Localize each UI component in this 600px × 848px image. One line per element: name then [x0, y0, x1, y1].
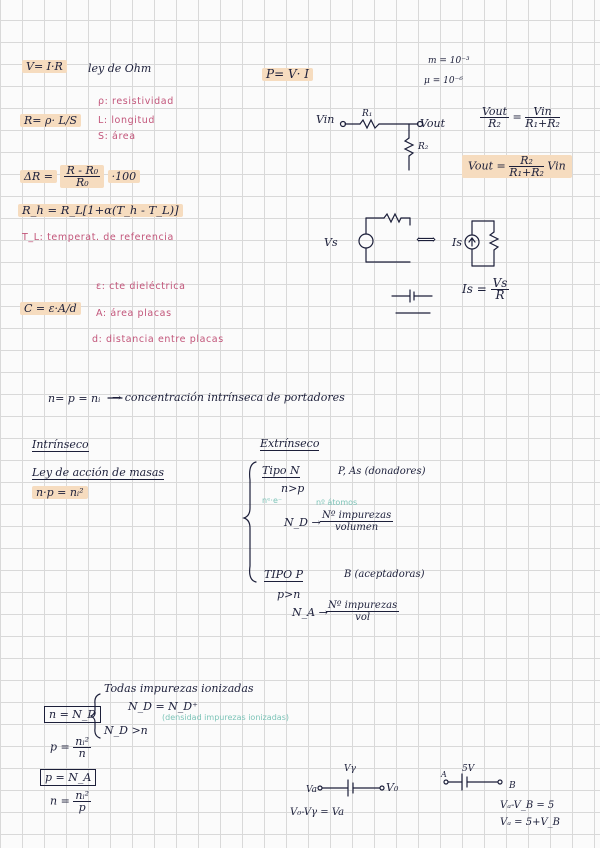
nd-label: N_D →	[284, 516, 321, 529]
diode2-b: B	[509, 781, 516, 791]
ohm-formula: V= I·R	[22, 60, 67, 73]
tipo-p-dopants: B (aceptadoras)	[344, 569, 425, 580]
intrinseco-title: Intrínseco	[32, 438, 89, 452]
prefix-micro: μ = 10⁻⁶	[424, 76, 463, 86]
divider-r1: R₁	[362, 109, 373, 119]
n-equals-nd-box: n = N_D	[44, 706, 102, 723]
teal-note-b: nº átomos	[316, 498, 358, 507]
capacitor-dist-note: d: distancia entre placas	[92, 334, 224, 345]
extrinseco-title: Extrínseco	[260, 437, 320, 451]
temp-ref-note: T_L: temperat. de referencia	[22, 232, 174, 243]
divider-vin: Vin	[316, 113, 335, 126]
source-is: Is	[452, 236, 462, 249]
p-greater-n: p>n	[277, 588, 301, 601]
diode-circuit-2	[443, 773, 503, 791]
tipo-n-dopants: P, As (donadores)	[338, 466, 426, 477]
capacitor-eps-note: ε: cte dieléctrica	[96, 281, 186, 292]
capacitor-sketch	[391, 289, 433, 314]
divider-r2: R₂	[418, 142, 429, 152]
resistance-formula: R= ρ· L/S	[20, 114, 82, 127]
mass-action-formula: n·p = nᵢ²	[32, 486, 88, 499]
length-note: L: longitud	[98, 115, 156, 126]
tipo-n-label: Tipo N	[262, 464, 300, 478]
capacitor-area-note: A: área placas	[96, 308, 172, 319]
diode-eq: V₀-Vγ = Va	[290, 807, 345, 818]
p-equals-na-box: p = N_A	[40, 769, 97, 786]
current-source-circuit	[464, 220, 500, 267]
area-note: S: área	[98, 131, 136, 142]
nd-equals-ndplus: N_D = N_D⁺	[128, 700, 198, 713]
nd-greater-n: N_D >n	[104, 724, 148, 737]
diode2-eq1: Vₐ-V_B = 5	[500, 800, 555, 811]
diode-va: Va	[306, 785, 318, 795]
na-label: N_A →	[292, 606, 328, 619]
voltage-source-circuit	[358, 212, 411, 263]
source-vs: Vs	[324, 236, 338, 249]
prefix-mili: m = 10⁻³	[428, 56, 470, 66]
mass-action-law: Ley de acción de masas	[32, 466, 165, 480]
divider-vout: Vout	[420, 117, 446, 130]
diode2-5v: 5V	[462, 764, 475, 774]
power-formula: P= V· I	[262, 68, 313, 81]
intrinsic-desc: → concentración intrínseca de portadores	[112, 391, 345, 404]
tipo-p-label: TIPO P	[264, 568, 303, 582]
diode-vgamma: Vγ	[344, 764, 356, 774]
teal-note-a: nᵉ·e⁻	[262, 496, 283, 505]
ionized-title: Todas impurezas ionizadas	[104, 682, 254, 695]
resistivity-note: ρ: resistividad	[98, 96, 174, 107]
source-equiv-arrow: ⟺	[416, 232, 437, 248]
diode2-eq2: Vₐ = 5+V_B	[500, 817, 561, 828]
ohm-label: ley de Ohm	[88, 62, 152, 75]
ionized-teal-note: (densidad impurezas ionizadas)	[162, 713, 289, 722]
diode-vo: V₀	[386, 781, 399, 794]
voltage-divider-circuit	[339, 118, 424, 171]
diode-circuit-1	[317, 779, 385, 797]
temp-coeff-formula: R_h = R_L[1+α(T_h - T_L)]	[18, 204, 183, 217]
capacitor-formula: C = ε·A/d	[20, 302, 81, 315]
intrinsic-formula: n= p = nᵢ	[48, 392, 101, 405]
n-greater-p: n>p	[281, 482, 305, 495]
diode2-a: A	[441, 770, 447, 779]
